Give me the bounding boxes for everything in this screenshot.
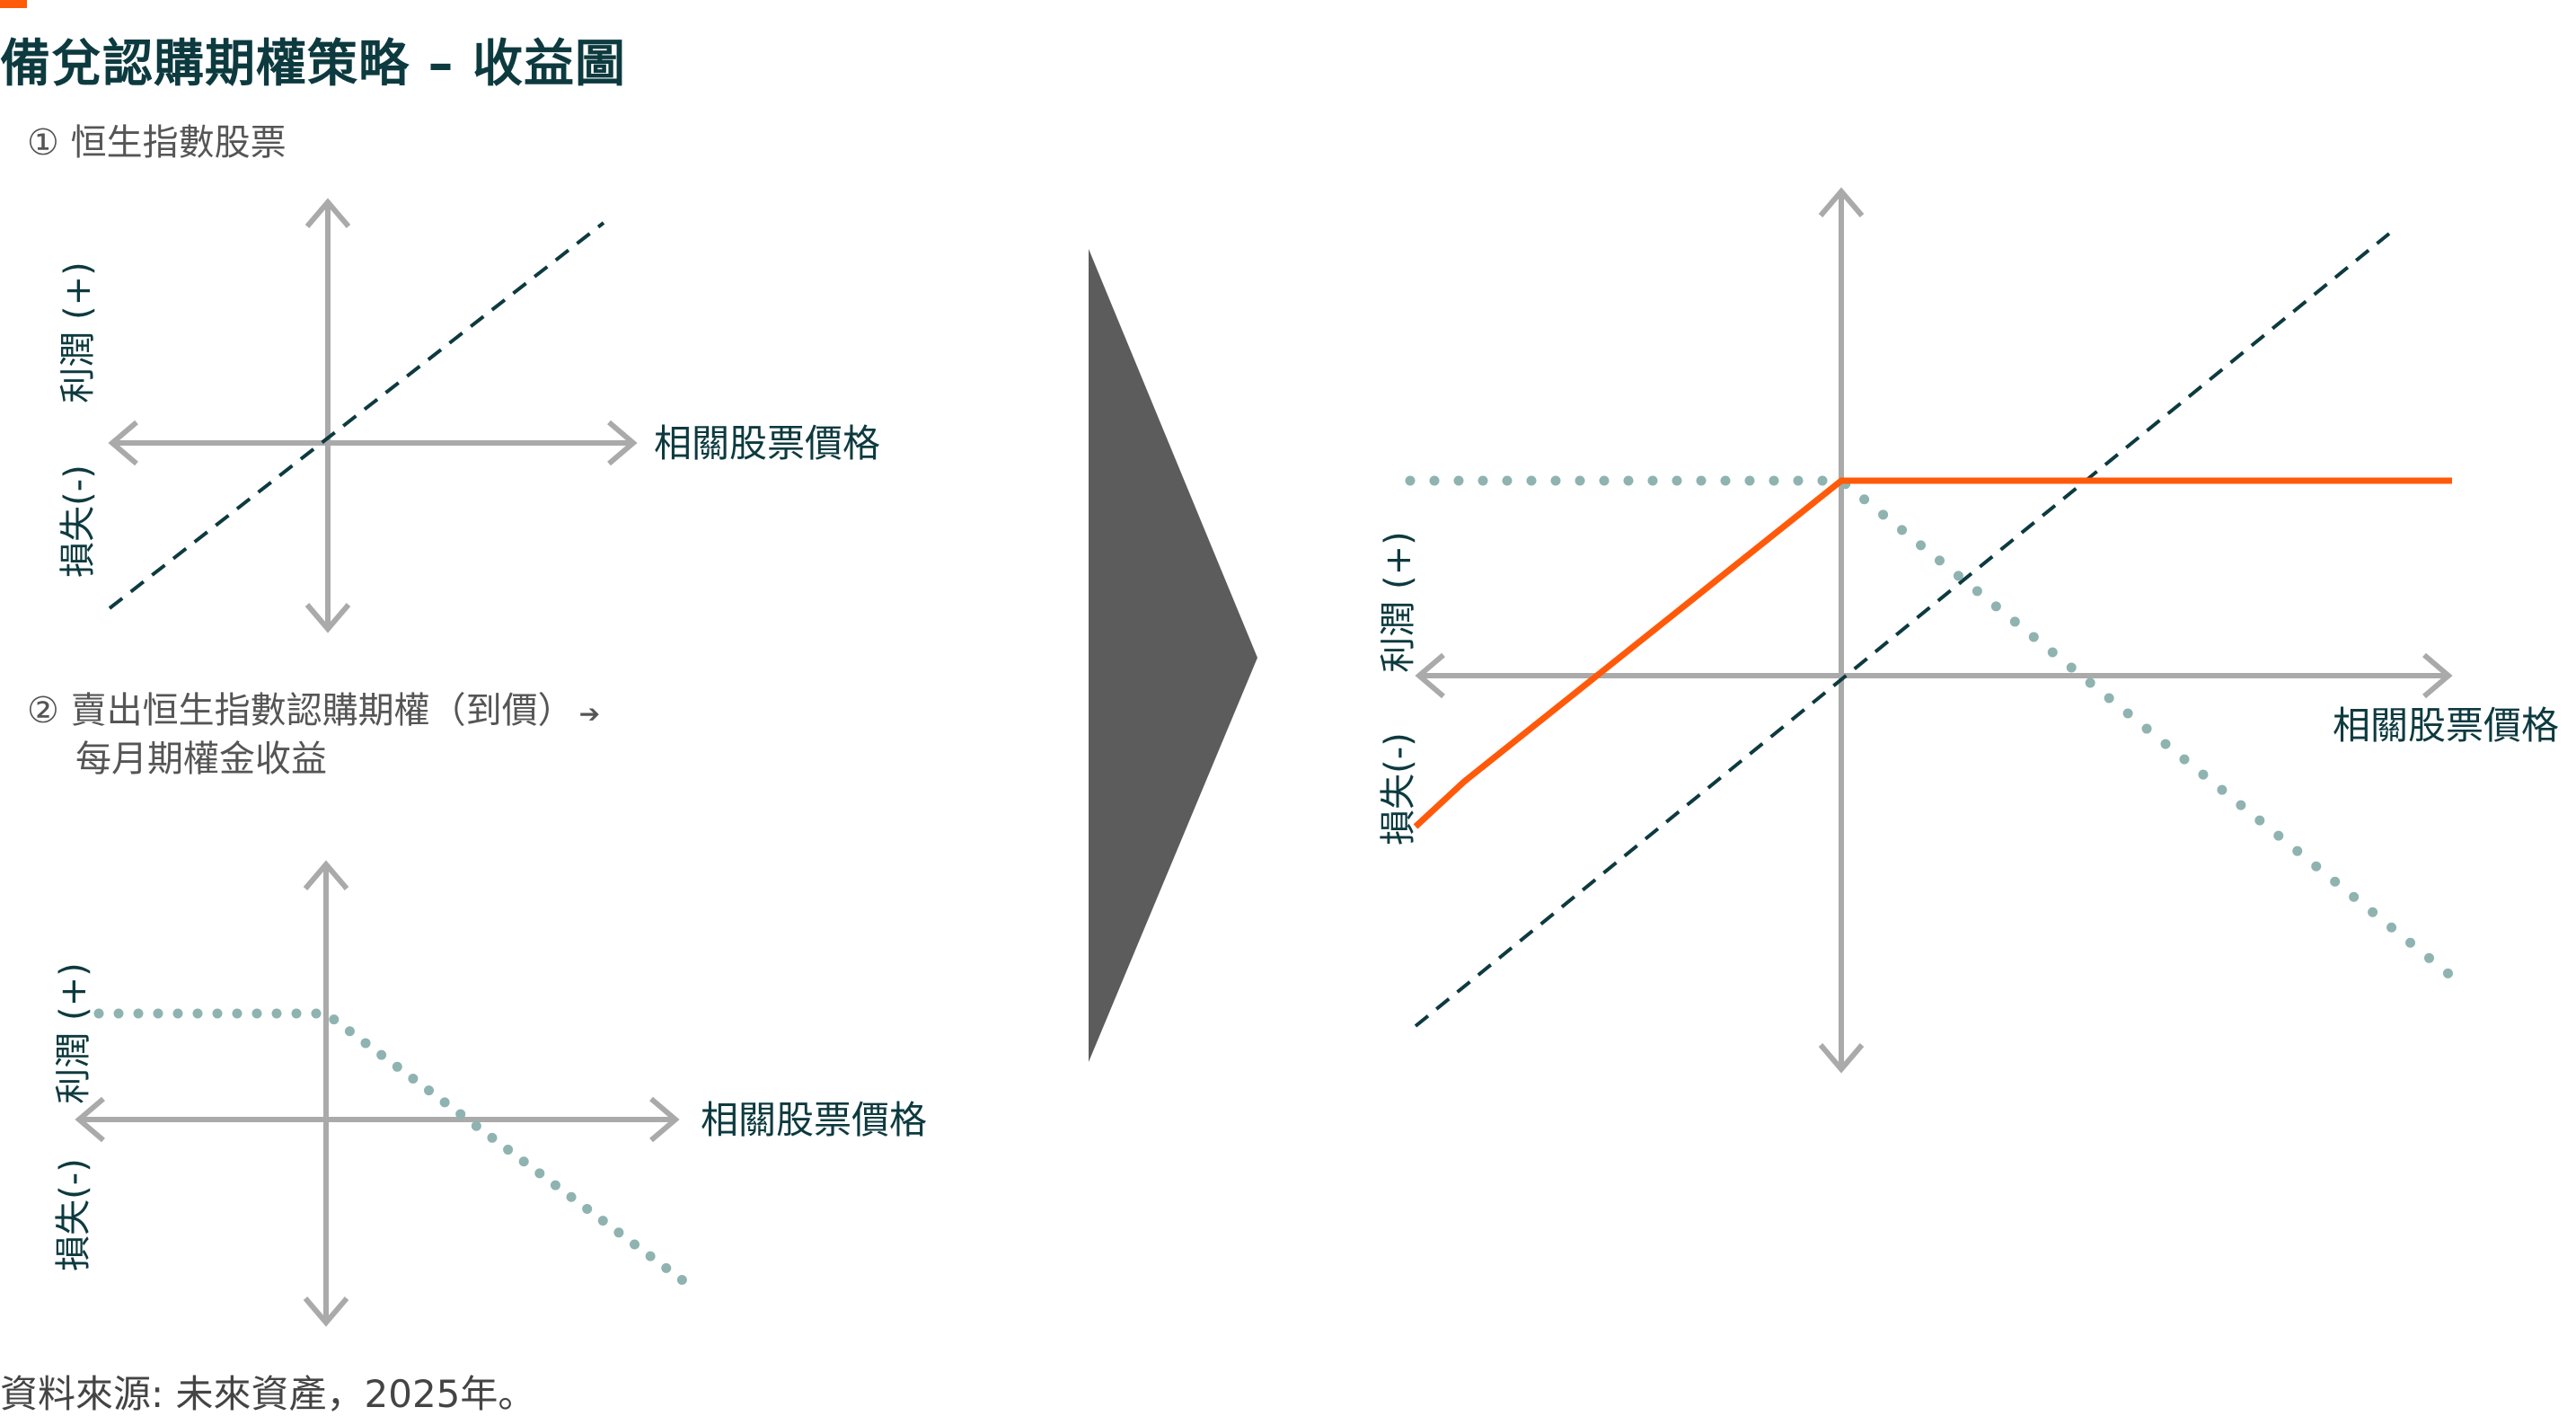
- panel3-x-arrow-right: [2422, 652, 2453, 699]
- accent-bar: [0, 0, 27, 8]
- panel2-label-text: ② 賣出恒生指數認購期權（到價）: [27, 690, 574, 731]
- panel2-y-profit: 利潤 (+): [53, 962, 94, 1103]
- panel3-y-arrow-down: [1818, 1043, 1865, 1074]
- panel2-x-label: 相關股票價格: [701, 1098, 927, 1142]
- panel2-label-line1: ② 賣出恒生指數認購期權（到價）➔: [27, 685, 600, 740]
- panel2-label-line2: 每月期權金收益: [75, 739, 327, 780]
- panel3-x-arrow-left: [1415, 652, 1445, 699]
- panel2-x-arrow-left: [75, 1096, 105, 1143]
- panel1-x-arrow-right: [607, 420, 638, 466]
- panel3-y-arrow-up: [1818, 187, 1865, 217]
- panel3-short-call-line: [1405, 475, 2457, 982]
- panel2-short-call-line: [93, 1008, 688, 1286]
- panel1-label: ① 恒生指數股票: [27, 122, 287, 164]
- panel3-stock-line: [1414, 232, 2391, 1028]
- arrow-right-icon: ➔: [578, 699, 601, 729]
- arrow-right-icon: [1089, 249, 1257, 1062]
- panel3-covered-call-line: [1413, 477, 2452, 829]
- panel1-x-label: 相關股票價格: [654, 421, 880, 465]
- panel1-x-arrow-left: [108, 420, 138, 466]
- panel1-y-loss: 損失(-): [57, 465, 99, 578]
- panel2-chart: 相關股票價格 利潤 (+) 損失(-): [53, 860, 927, 1327]
- panel3-x-label: 相關股票價格: [2333, 704, 2559, 748]
- panel2-y-loss: 損失(-): [53, 1158, 94, 1271]
- panel2-x-arrow-right: [649, 1096, 680, 1143]
- panel1-y-profit: 利潤 (+): [57, 261, 99, 403]
- panel3-y-profit: 利潤 (+): [1378, 531, 1419, 672]
- panel1-y-arrow-up: [304, 198, 351, 228]
- panel2-y-arrow-up: [303, 860, 349, 890]
- panel2-y-arrow-down: [303, 1297, 349, 1327]
- source-note: 資料來源: 未來資產，2025年。: [0, 1372, 536, 1416]
- panel1-chart: 相關股票價格 利潤 (+) 損失(-): [57, 198, 880, 633]
- panel3-chart: 相關股票價格 利潤 (+) 損失(-): [1378, 187, 2559, 1074]
- panel3-y-loss: 損失(-): [1378, 732, 1419, 845]
- page-title: 備兌認購期權策略 – 收益圖: [0, 35, 626, 93]
- panel1-stock-line: [108, 221, 605, 610]
- panel1-y-arrow-down: [304, 603, 351, 633]
